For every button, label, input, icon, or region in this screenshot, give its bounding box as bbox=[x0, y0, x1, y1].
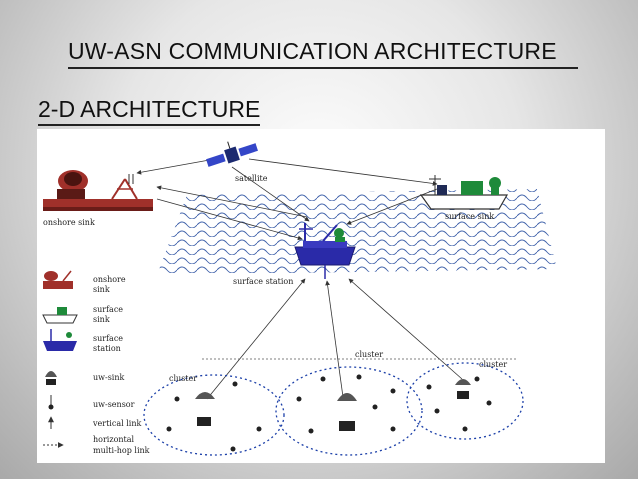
sea-waves bbox=[157, 189, 557, 275]
slide-title: UW-ASN COMMUNICATION ARCHITECTURE bbox=[68, 38, 578, 69]
legend-horizontal-link: horizontal bbox=[93, 435, 135, 444]
diagram-svg: satellite onshore sink bbox=[42, 141, 557, 456]
cluster-right bbox=[406, 362, 524, 440]
label-surface-station: surface station bbox=[233, 277, 293, 286]
legend-onshore: onshore bbox=[93, 275, 126, 284]
legend-uw-sensor: uw-sensor bbox=[93, 400, 135, 409]
legend-surface-sink-2: sink bbox=[93, 315, 110, 324]
surface-station-icon bbox=[294, 223, 356, 279]
label-satellite: satellite bbox=[235, 174, 268, 183]
satellite-icon bbox=[206, 141, 258, 167]
architecture-diagram: satellite onshore sink bbox=[37, 129, 605, 463]
radio-links bbox=[136, 158, 438, 241]
slide-subtitle: 2-D ARCHITECTURE bbox=[38, 96, 261, 126]
surface-sink-icon bbox=[419, 175, 509, 210]
onshore-sink-icon bbox=[43, 170, 153, 211]
label-cluster-middle: cluster bbox=[355, 350, 383, 359]
legend-surface-sink: surface bbox=[93, 305, 123, 314]
label-surface-sink: surface sink bbox=[445, 212, 494, 221]
legend-surface-station-2: station bbox=[93, 344, 121, 353]
legend-onshore-2: sink bbox=[93, 285, 110, 294]
legend-uw-sink: uw-sink bbox=[93, 373, 125, 382]
legend-vertical-link: vertical link bbox=[92, 419, 141, 428]
label-onshore-sink: onshore sink bbox=[43, 218, 95, 227]
legend: onshore sink surface sink surface statio… bbox=[42, 270, 150, 455]
cluster-middle bbox=[275, 366, 423, 456]
vertical-links bbox=[206, 278, 463, 400]
legend-surface-station: surface bbox=[93, 334, 123, 343]
cluster-left bbox=[143, 374, 285, 456]
label-cluster-right: cluster bbox=[479, 360, 507, 369]
label-cluster-left: cluster bbox=[169, 374, 197, 383]
legend-horizontal-link-2: multi-hop link bbox=[93, 446, 150, 455]
